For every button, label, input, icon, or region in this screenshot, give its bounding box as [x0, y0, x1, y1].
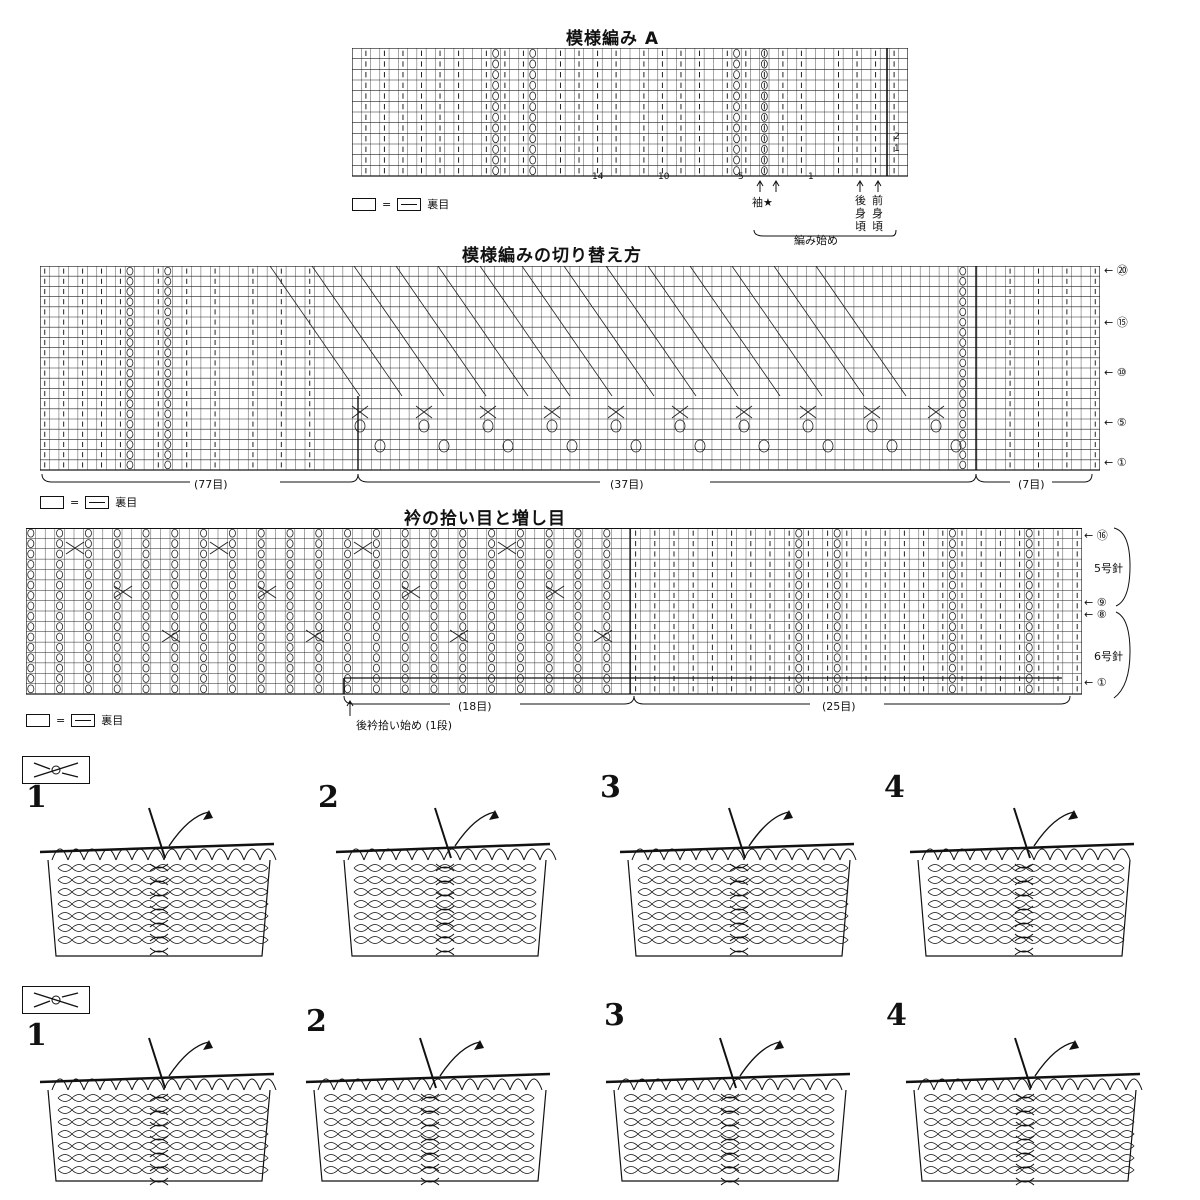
- row-marker-20: ⑳: [1116, 264, 1128, 277]
- step-4a-number: 4: [884, 770, 905, 805]
- left-cross-icon: [33, 992, 79, 1008]
- start-arrows: [753, 180, 897, 237]
- knit-symbol: [40, 495, 64, 509]
- count-37: (37目): [610, 478, 644, 491]
- front-body-label: 前身頃: [872, 194, 883, 233]
- knit-symbol: [26, 713, 50, 727]
- needle-brackets: [1113, 527, 1131, 699]
- legend-purl-text: 裏目: [101, 714, 124, 727]
- pickup-label: 後衿拾い始め (1段): [356, 719, 453, 732]
- row-marker-1: ①: [1096, 676, 1107, 689]
- c-row-16: ← ⑯: [1084, 529, 1108, 542]
- legend-purl-text: 裏目: [427, 198, 450, 211]
- legend-equals: =: [382, 197, 392, 211]
- step-2a-illustration: [335, 807, 557, 957]
- a-col-5: 5: [738, 172, 744, 182]
- pickup-arrow: [346, 700, 354, 716]
- collar-chart: [26, 528, 1082, 695]
- step-3a-number: 3: [600, 770, 621, 805]
- purl-symbol: [85, 495, 110, 509]
- b-brackets: [41, 473, 1093, 483]
- step-2a-number: 2: [318, 780, 339, 815]
- step-2b-illustration: [305, 1037, 551, 1186]
- count-77: (77目): [194, 478, 228, 491]
- step-3a-illustration: [619, 807, 857, 957]
- a-row-1: 1: [894, 144, 900, 154]
- pattern-switch-title: 模様編みの切り替え方: [462, 246, 642, 266]
- step-4b-illustration: [905, 1037, 1143, 1186]
- needle-5-label: 5号針: [1094, 562, 1123, 575]
- step-4b-number: 4: [886, 998, 907, 1033]
- row-marker-5: ⑤: [1116, 416, 1127, 429]
- c-row-1: ← ①: [1084, 676, 1107, 689]
- row-marker-8: ⑧: [1096, 608, 1107, 621]
- a-row-2: 2: [894, 132, 900, 142]
- right-cross-symbol: [22, 756, 90, 784]
- b-row-5: ← ⑤: [1104, 416, 1127, 429]
- a-col-1: 1: [808, 172, 814, 182]
- row-marker-15: ⑮: [1116, 316, 1128, 329]
- legend-c: = 裏目: [26, 712, 123, 728]
- sleeve-label: 袖★: [752, 196, 773, 209]
- legend-a: = 裏目: [352, 196, 449, 212]
- needle-6-label: 6号針: [1094, 650, 1123, 663]
- c-row-9: ← ⑨: [1084, 596, 1107, 609]
- step-1b-number: 1: [26, 1018, 47, 1053]
- step-2b-number: 2: [306, 1004, 327, 1039]
- a-col-14: 14: [592, 172, 604, 182]
- purl-symbol: [71, 713, 96, 727]
- step-1a-number: 1: [26, 780, 47, 815]
- a-col-10: 10: [658, 172, 670, 182]
- pattern-switch-chart: [40, 266, 1100, 471]
- legend-equals: =: [56, 713, 66, 727]
- knit-symbol: [352, 197, 376, 211]
- legend-purl-text: 裏目: [115, 496, 138, 509]
- step-3b-illustration: [605, 1037, 851, 1186]
- row-marker-10: ⑩: [1116, 366, 1127, 379]
- b-row-20: ← ⑳: [1104, 264, 1128, 277]
- legend-equals: =: [70, 495, 80, 509]
- count-7: (7目): [1018, 478, 1045, 491]
- row-marker-16: ⑯: [1096, 529, 1108, 542]
- count-25: (25目): [822, 700, 856, 713]
- b-row-15: ← ⑮: [1104, 316, 1128, 329]
- step-4a-illustration: [909, 807, 1135, 957]
- step-3b-number: 3: [604, 998, 625, 1033]
- pattern-a-title: 模様編み A: [566, 29, 660, 49]
- start-label: 編み始め: [794, 234, 838, 247]
- legend-b: = 裏目: [40, 494, 137, 510]
- b-row-1: ← ①: [1104, 456, 1127, 469]
- b-row-10: ← ⑩: [1104, 366, 1127, 379]
- c-row-8: ← ⑧: [1084, 608, 1107, 621]
- step-1b-illustration: [39, 1037, 277, 1186]
- c-brackets: [343, 695, 1071, 705]
- step-1a-illustration: [39, 807, 277, 957]
- back-body-label: 後身頃: [855, 194, 866, 233]
- row-marker-9: ⑨: [1096, 596, 1107, 609]
- purl-symbol: [397, 197, 422, 211]
- collar-title: 衿の拾い目と増し目: [404, 509, 566, 529]
- right-cross-icon: [33, 762, 79, 778]
- count-18: (18目): [458, 700, 492, 713]
- left-cross-symbol: [22, 986, 90, 1014]
- row-marker-1: ①: [1116, 456, 1127, 469]
- pattern-a-chart: [352, 48, 908, 177]
